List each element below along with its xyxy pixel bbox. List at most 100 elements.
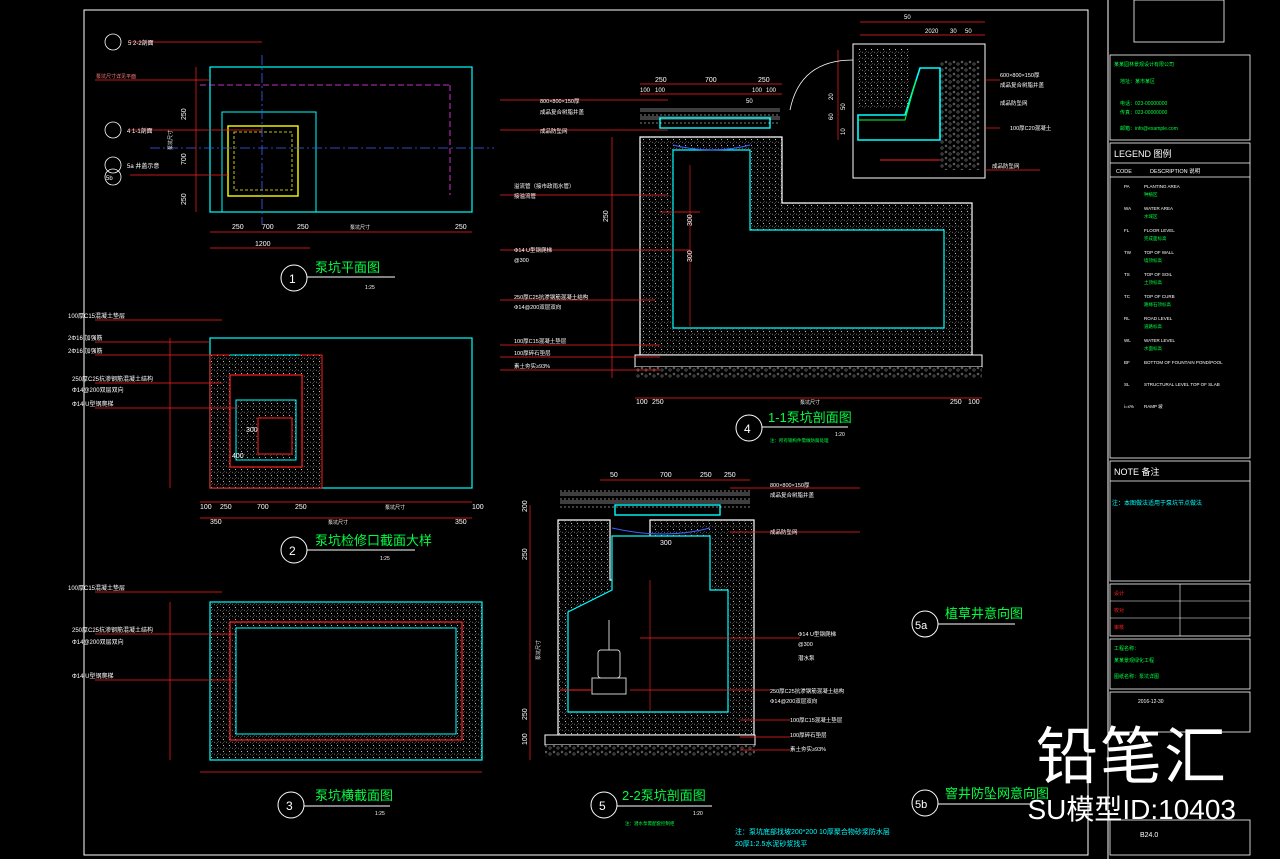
p5-annotation: 100厚碎石垫层 [790,731,827,739]
legend-description: TOP OF SOIL [1144,272,1173,277]
watermark-brand: 铅笔汇 [1035,720,1228,793]
section-marker-5b [104,168,122,186]
company-line: 地址：某市某区 [1120,78,1155,85]
p4-detail-annotation: 成品防坠网 [992,162,1020,170]
detail-cover-profile [857,67,941,141]
p2-dim: 250 [220,504,232,511]
legend-description: WATER LEVEL [1144,338,1176,343]
p4-detail-dim: 60 [829,113,835,120]
p2-annotation: Φ14 U型钢爬梯 [72,400,113,408]
legend-description: TOP OF WALL [1144,250,1174,255]
p1-dim-total: 1200 [255,241,271,248]
legend-description-cn: 土顶标高 [1144,279,1162,286]
p4-detail-annotation: 100厚C20混凝土 [1010,124,1052,132]
company-line: 某某园林景观设计有限公司 [1114,61,1174,68]
p2-annotation: Φ14@200双层双向 [72,386,124,394]
p4-dim-top2: 100 [655,88,666,94]
title-5a-name: 植草井意向图 [945,606,1023,621]
p3-annotation: Φ14 U型钢爬梯 [72,672,113,680]
p4-annotation: Φ14@200双层双向 [514,303,561,311]
p4-detail-dim: 50 [904,15,911,21]
p1-dim: 250 [232,224,244,231]
p4-detail-dim: 20 [829,93,835,100]
cross-section-3 [95,591,483,773]
detail3-inner [235,627,457,735]
p1-dim: 700 [262,224,274,231]
p2-dim: 100 [472,504,484,511]
p5-annotation: 100厚C15混凝土垫层 [790,716,843,724]
title-2-name: 泵坑检修口截面大样 [315,533,432,548]
title-5-scale: 1:20 [693,811,703,817]
p1-dim-left: 250 [181,193,188,205]
title-4-scale: 1:20 [835,432,845,438]
section5-cover [614,504,721,516]
legend-code: WA [1124,206,1131,211]
p4-detail-dim: 10 [841,128,847,135]
p2-label: 400 [232,453,244,460]
section-marker-5a [104,156,122,174]
p4-dim-bottom: 250 [652,399,664,406]
legend-code: TC [1124,294,1131,299]
p5-label: 300 [660,540,672,547]
detail2-inner-box [257,417,293,455]
project-line: 工程名称： [1114,645,1139,652]
grass-layer [640,108,780,124]
p4-annotation: 接溢流管 [514,192,537,200]
sign-label: 审核 [1114,624,1124,631]
legend-code: PA [1124,184,1130,189]
section5-net [611,527,711,535]
p4-dim-side: 300 [687,214,694,226]
p4-annotation: 800×800×150厚 [540,98,580,105]
title-markers [277,264,1030,819]
legend-description-cn: 水域区 [1144,213,1158,219]
p1-annotation: 5a 井盖示意 [127,162,159,170]
project-line: 图纸名称：泵坑详图 [1114,673,1159,680]
p4-annotation: 250厚C25抗渗钢筋混凝土结构 [514,293,589,301]
detail-callout-arc [789,59,854,111]
company-line: 电话：023-00000000 [1120,100,1167,107]
legend-description: WATER AREA [1144,206,1173,211]
p1-dim-left: 泵坑尺寸 [167,130,174,150]
p5-annotation: 250厚C25抗渗钢筋混凝土结构 [770,687,845,695]
legend-code: BF [1124,360,1130,365]
p1-annotation: 泵坑尺寸详见平面 [96,73,136,80]
legend-title: LEGEND 图例 [1114,148,1172,159]
sign-label: 设计 [1114,590,1124,597]
p1-dim: 250 [297,224,309,231]
p4-detail-annotation: 600×800×150厚 [1000,72,1040,79]
p4-dim-top2: 100 [752,88,763,94]
p4-dim-top2: 100 [640,88,651,94]
legend-description-cn: 墙顶标高 [1144,257,1162,264]
legend-description-cn: 完成面标高 [1144,235,1167,242]
legend-code: RL [1124,316,1130,321]
legend-description: ROAD LEVEL [1144,316,1173,321]
bottom-note: 注：泵坑底部找坡200*200 10厚聚合物砂浆防水层 [735,827,890,836]
title-1-number: 1 [289,272,296,286]
p4-annotation: 成品复合树脂井盖 [540,108,585,116]
legend-description: FLOOR LEVEL [1144,228,1175,233]
legend-description: PLANTING AREA [1144,184,1180,189]
plan-inner-pit [221,111,317,213]
p4-dim-side: 250 [603,210,610,222]
legend-code: i=x% [1124,404,1134,409]
p1-annotation: 4 1-1剖面 [127,127,153,135]
p4-dim-top: 250 [758,77,770,84]
title-5-name: 2-2泵坑剖面图 [622,788,706,803]
title-5-number: 5 [599,799,606,813]
p2-annotation: 2Φ16 加强筋 [68,347,102,355]
p4-annotation: 成品防坠网 [540,127,568,135]
p5-annotation: 成品复合树脂井盖 [770,491,815,499]
p2-annotation: 250厚C25抗渗钢筋混凝土结构 [72,375,153,383]
legend-description-cn: 路缘石顶标高 [1144,301,1171,308]
plan-outer-outline [209,66,473,213]
p4-detail-dim: 50 [965,29,972,35]
grass-layer [560,488,750,508]
p5-dim: 50 [610,472,618,479]
p4-annotation: @300 [514,258,529,264]
p4-annotation: 素土夯实≥93% [514,362,550,370]
p4-dim-top: 700 [705,77,717,84]
p4-dim-bottom: 100 [636,399,648,406]
p5-dim-side: 250 [522,548,529,560]
